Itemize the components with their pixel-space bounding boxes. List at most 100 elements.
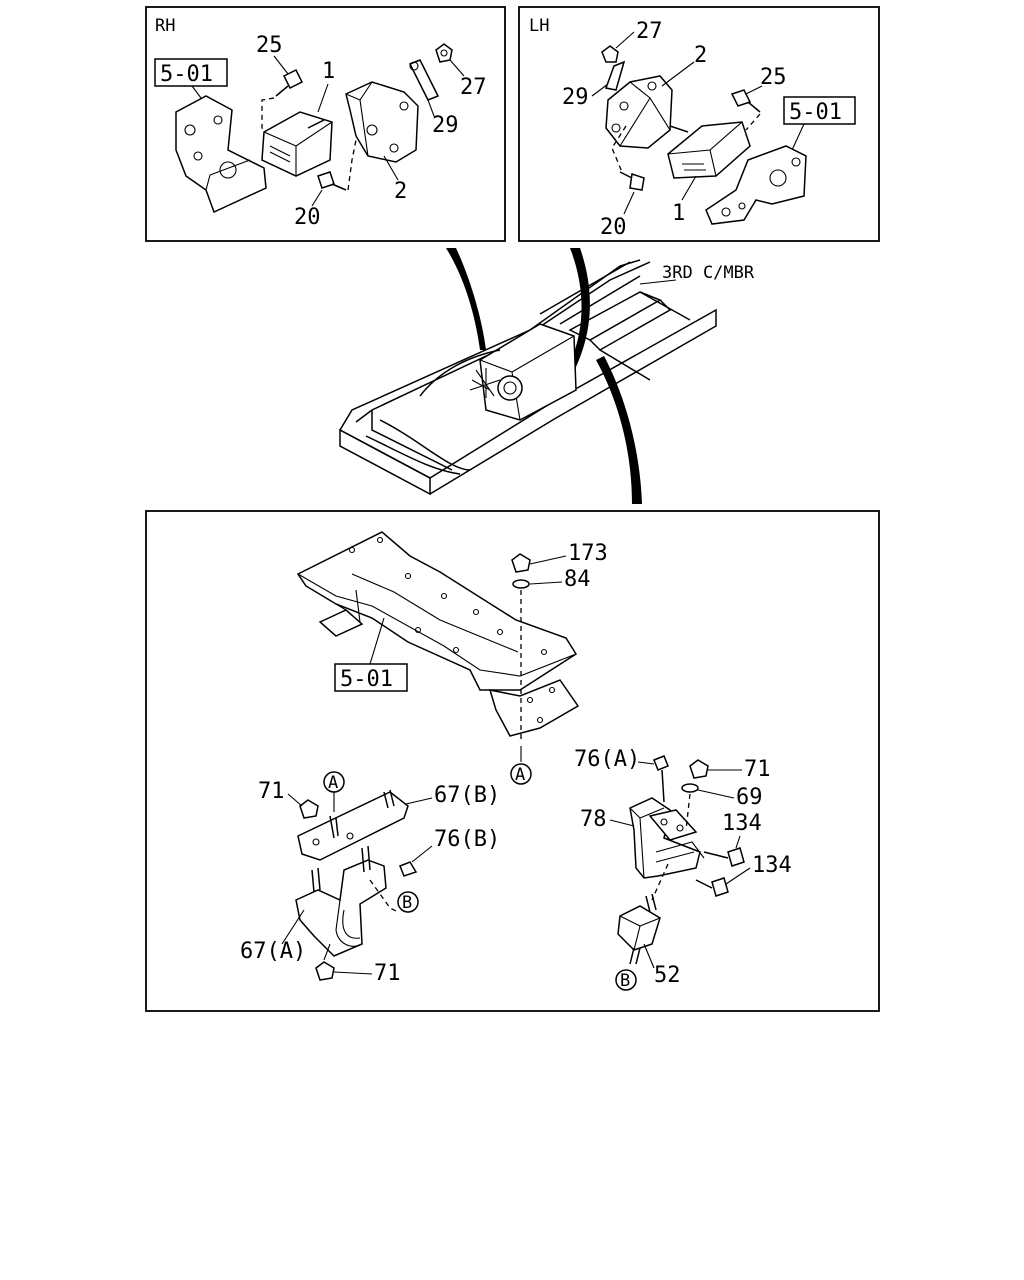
bracket-78-plate — [648, 809, 698, 841]
leader-78 — [609, 819, 635, 827]
nut-71-upper-left — [299, 799, 319, 819]
rh-callout-29: 29 — [432, 113, 459, 138]
leader-134-upper — [735, 835, 741, 849]
lh-bracket2-edges — [619, 81, 671, 147]
engine-shadow-line — [419, 349, 501, 397]
lh-bracket2-hole — [611, 123, 621, 133]
marker-b2-circle — [615, 969, 637, 991]
bottom-ref-label: 5-01 — [340, 667, 393, 692]
leader-67a — [281, 909, 305, 945]
crossmember-hole — [376, 536, 384, 544]
engine-block — [479, 323, 577, 421]
lh-callout-27: 27 — [636, 19, 663, 44]
rh-frame-bracket — [175, 95, 267, 214]
rh-ref-label: 5-01 — [160, 62, 213, 87]
bracket-78-rib — [655, 841, 705, 863]
lh-bracket-hole — [721, 207, 731, 217]
rh-mount-bracket-2 — [345, 81, 419, 163]
leader-67b — [405, 797, 433, 805]
callout-78: 78 — [580, 807, 607, 832]
rh-bracket2-hole — [366, 124, 378, 136]
lh-frame-bracket — [705, 145, 807, 225]
lh-ref-box — [783, 96, 856, 125]
lh-bracket2-stud — [669, 125, 689, 133]
cross-member-leader — [639, 279, 677, 285]
rh-mount-edges — [263, 121, 333, 176]
bracket-78-path — [651, 863, 669, 901]
callout-134-lower: 134 — [752, 853, 792, 878]
lh-leader-1 — [681, 175, 697, 201]
lh-panel-frame — [518, 6, 880, 242]
marker-a-circle — [510, 763, 532, 785]
marker-b1-circle — [397, 891, 419, 913]
rh-bracket-hole — [213, 115, 223, 125]
bracket-67a-path — [369, 879, 399, 913]
bolt-134-upper-shank — [703, 851, 729, 859]
nut-71-right-path — [685, 793, 691, 831]
lh-panel-title: LH — [529, 16, 549, 36]
crossmember-hole — [452, 646, 460, 654]
chassis-view: 3RD C/MBR — [339, 248, 755, 504]
bracket-67a-curve — [335, 899, 363, 947]
lh-bolt-25-path — [745, 113, 761, 131]
crossmember-edge — [297, 573, 577, 677]
leader-76b — [411, 845, 433, 863]
crossmember-hole — [526, 696, 534, 704]
leader-84 — [529, 581, 563, 585]
rh-bolt-20-shank — [331, 183, 347, 191]
nut-71-lower-left — [315, 961, 335, 981]
lh-bolt-25-shank — [747, 101, 761, 113]
callout-67a: 67(A) — [240, 939, 306, 964]
bracket-67b-hole — [312, 838, 320, 846]
bracket-67a-stud — [311, 867, 321, 893]
bolt-76a-shank — [661, 769, 665, 803]
mount-52-edges — [619, 915, 661, 951]
lh-callout-29: 29 — [562, 85, 589, 110]
callout-84: 84 — [564, 567, 591, 592]
rh-bracket-edge — [205, 159, 251, 191]
crossmember-hole — [348, 546, 356, 554]
mount-52-stud — [645, 893, 657, 913]
bracket-78 — [629, 797, 701, 879]
frame-rail-curve-2 — [365, 435, 461, 475]
crossmember-hole — [472, 608, 480, 616]
cross-member-side — [589, 299, 672, 351]
crossmember-foot-edges — [335, 589, 361, 623]
bottom-panel-frame — [145, 510, 880, 1012]
washer-84 — [512, 579, 530, 589]
crossmember-hole — [414, 626, 422, 634]
cross-member-leg — [599, 291, 691, 381]
leader-52 — [643, 943, 655, 969]
rh-leader-25 — [273, 55, 289, 75]
callout-67b: 67(B) — [434, 783, 500, 808]
rh-bracket2-edges — [345, 81, 373, 157]
rh-bracket-hole — [219, 161, 237, 179]
crossmember-hole — [440, 592, 448, 600]
lh-leader-20 — [623, 191, 635, 215]
rh-bracket2-hole — [399, 101, 409, 111]
callout-52: 52 — [654, 963, 681, 988]
callout-71-right: 71 — [744, 757, 771, 782]
mount-52-stud-lower — [629, 947, 641, 965]
lh-leader-29 — [591, 83, 609, 97]
cross-member-label: 3RD C/MBR — [662, 263, 755, 283]
crossmember-hole — [548, 686, 556, 694]
bracket-67b-hole — [346, 832, 354, 840]
crossmember-hole — [540, 648, 548, 656]
cross-member-top — [539, 261, 641, 325]
crossmember-leg — [488, 679, 580, 737]
nut-71-right — [689, 759, 709, 779]
engine-mount-point — [497, 375, 523, 401]
lh-nut-27 — [601, 45, 619, 63]
lh-callout-1: 1 — [672, 201, 685, 226]
bottom-ref-leader — [369, 617, 385, 665]
lh-bracket2-hole — [647, 81, 657, 91]
lh-callout-25: 25 — [760, 65, 787, 90]
leader-173 — [529, 555, 567, 565]
bottom-pointer-arc — [596, 356, 642, 504]
washer-69 — [681, 783, 699, 793]
lh-bracket-hole — [769, 169, 787, 187]
rh-plate-29-hole — [409, 61, 419, 71]
lh-panel: LH 27 29 2 1 25 5-01 — [518, 6, 880, 242]
frame-rail-curve — [379, 419, 471, 471]
